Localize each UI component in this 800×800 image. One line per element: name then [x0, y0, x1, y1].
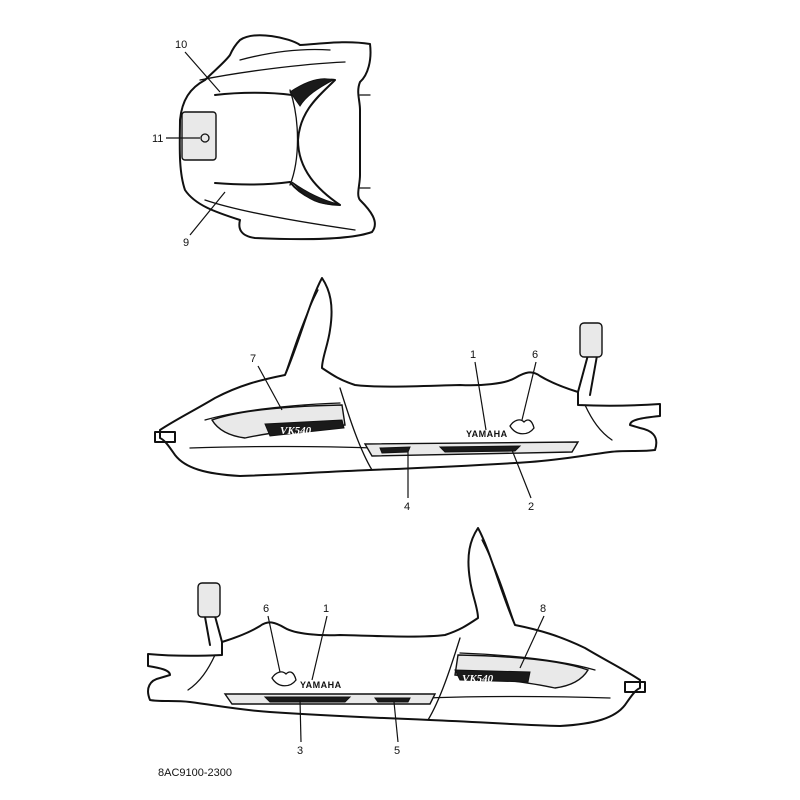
svg-text:2: 2: [528, 501, 534, 513]
svg-text:8: 8: [540, 603, 546, 615]
mirror-left: [197, 582, 221, 618]
right-side-view: VK540 YAMAHA: [154, 277, 661, 477]
callout-9: 9: [183, 191, 226, 249]
svg-text:10: 10: [175, 39, 187, 51]
callout-5-left: 5: [393, 701, 400, 757]
callout-3-left: 3: [297, 699, 303, 757]
callout-1-left: 1: [311, 603, 329, 681]
svg-text:4: 4: [404, 501, 410, 513]
svg-text:1: 1: [323, 603, 329, 615]
diagram-code: 8AC9100-2300: [158, 767, 232, 779]
callout-4-right: 4: [404, 452, 410, 513]
svg-text:11: 11: [152, 133, 163, 145]
left-side-view: VK540 YAMAHA: [147, 527, 646, 727]
svg-text:5: 5: [394, 745, 400, 757]
svg-text:YAMAHA: YAMAHA: [300, 680, 342, 690]
callout-10: 10: [175, 39, 221, 93]
svg-text:1: 1: [470, 349, 476, 361]
svg-text:9: 9: [183, 237, 189, 249]
svg-text:7: 7: [250, 353, 256, 365]
callout-8-left: 8: [519, 603, 546, 669]
callout-2-right: 2: [511, 449, 534, 513]
callout-11: 11: [152, 133, 200, 145]
svg-text:VK540: VK540: [280, 425, 312, 437]
svg-text:VK540: VK540: [462, 673, 494, 685]
top-view-hood: [178, 34, 376, 241]
callout-1-right: 1: [470, 349, 487, 431]
mirror-right: [579, 322, 603, 358]
svg-text:6: 6: [532, 349, 538, 361]
svg-text:6: 6: [263, 603, 269, 615]
svg-text:YAMAHA: YAMAHA: [466, 429, 508, 439]
callout-6-right: 6: [521, 349, 538, 421]
callout-7-right: 7: [250, 353, 283, 411]
callout-6-left: 6: [263, 603, 281, 673]
svg-text:3: 3: [297, 745, 303, 757]
